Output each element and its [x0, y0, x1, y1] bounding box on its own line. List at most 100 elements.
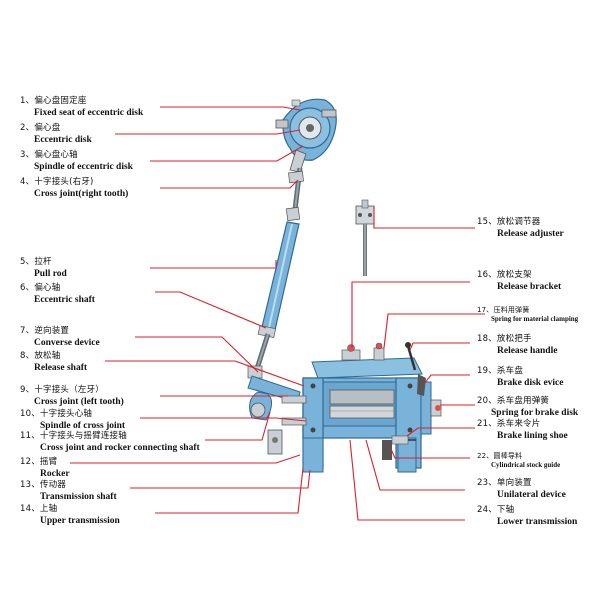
- eccentric-disk-assembly: [275, 98, 337, 173]
- label-22: 22、圆棒导料 Cylindrical stock guide: [477, 452, 560, 470]
- label-10: 10、十字接头心轴 Spindle of cross joint: [20, 409, 125, 432]
- label-15-num: 15、: [477, 217, 497, 227]
- label-15: 15、放松调节器 Release adjuster: [477, 217, 564, 240]
- label-5-zh: 拉杆: [34, 257, 52, 267]
- label-11: 11、十字接头与摇臂连接轴 Cross joint and rocker con…: [20, 431, 200, 454]
- label-13-zh: 传动器: [39, 480, 67, 490]
- label-19-zh: 杀车盘: [496, 366, 524, 376]
- label-3: 3、偏心盘心轴 Spindle of eccentric disk: [20, 150, 133, 173]
- label-2-zh: 偏心盘: [34, 123, 61, 133]
- label-11-num: 11、: [20, 431, 40, 441]
- label-12: 12、摇臂 Rocker: [20, 457, 70, 480]
- label-7-num: 7、: [20, 326, 35, 336]
- label-6: 6、偏心轴 Eccentric shaft: [20, 283, 95, 306]
- label-13-en: Transmission shaft: [40, 492, 117, 502]
- label-6-num: 6、: [20, 283, 35, 293]
- threaded-rod-upper: [285, 167, 304, 222]
- label-11-zh: 十字接头与摇臂连接轴: [39, 431, 127, 441]
- label-4: 4、十字接头(右牙) Cross joint(right tooth): [20, 177, 128, 200]
- label-12-num: 12、: [20, 457, 40, 467]
- label-19-en: Brake disk evice: [497, 378, 564, 388]
- label-22-en: Cylindrical stock guide: [491, 461, 561, 469]
- label-2: 2、偏心盘 Eccentric disk: [20, 123, 92, 146]
- label-22-num: 22、: [477, 452, 494, 460]
- label-10-num: 10、: [20, 409, 40, 419]
- label-4-zh: 十字接头(右牙): [34, 177, 94, 187]
- label-14-en: Upper transmission: [40, 516, 120, 526]
- label-2-en: Eccentric disk: [34, 135, 92, 145]
- label-1-zh: 偏心盘固定座: [34, 96, 87, 106]
- label-24-en: Lower transmission: [497, 517, 578, 527]
- label-5: 5、拉杆 Pull rod: [20, 257, 67, 280]
- label-16-num: 16、: [477, 270, 497, 280]
- label-19: 19、杀车盘 Brake disk evice: [477, 366, 564, 389]
- label-1: 1、偏心盘固定座 Fixed seat of eccentric disk: [20, 96, 143, 119]
- label-16: 16、放松支架 Release bracket: [477, 270, 561, 293]
- rocker-arm: [247, 375, 301, 455]
- label-9-en: Cross joint (left tooth): [34, 397, 124, 407]
- label-10-en: Spindle of cross joint: [40, 421, 126, 431]
- label-13-num: 13、: [20, 480, 40, 490]
- label-20: 20、杀车盘用弹簧 Spring for brake disk: [477, 396, 578, 419]
- label-17: 17、压料用弹簧 Spring for material clamping: [477, 306, 578, 324]
- brake-assembly: [417, 374, 442, 435]
- label-9-num: 9、: [20, 385, 35, 395]
- label-22-zh: 圆棒导料: [493, 452, 523, 460]
- label-14-num: 14、: [20, 504, 40, 514]
- label-19-num: 19、: [477, 366, 497, 376]
- label-24-zh: 下轴: [496, 505, 515, 515]
- label-11-en: Cross joint and rocker connecting shaft: [40, 443, 200, 453]
- label-18: 18、放松把手 Release handle: [477, 334, 557, 357]
- label-1-en: Fixed seat of eccentric disk: [34, 108, 144, 118]
- label-18-en: Release handle: [497, 346, 558, 356]
- label-16-zh: 放松支架: [496, 270, 532, 280]
- label-12-en: Rocker: [40, 469, 70, 479]
- label-12-zh: 摇臂: [39, 457, 58, 467]
- label-7-zh: 逆向装置: [34, 326, 70, 336]
- label-7: 7、逆向装置 Converse device: [20, 326, 100, 349]
- label-8-en: Release shaft: [34, 363, 88, 373]
- label-20-num: 20、: [477, 396, 497, 406]
- label-1-num: 1、: [20, 96, 35, 106]
- machine: [247, 98, 442, 473]
- label-15-zh: 放松调节器: [496, 217, 541, 227]
- label-3-zh: 偏心盘心轴: [34, 150, 78, 160]
- label-3-en: Spindle of eccentric disk: [34, 162, 133, 172]
- threaded-rod-lower: [247, 333, 271, 379]
- label-15-en: Release adjuster: [497, 229, 564, 239]
- label-23-num: 23、: [477, 478, 497, 488]
- label-8-zh: 放松轴: [34, 351, 61, 361]
- label-3-num: 3、: [20, 150, 35, 160]
- label-5-en: Pull rod: [34, 269, 67, 279]
- label-24-num: 24、: [477, 505, 497, 515]
- label-5-num: 5、: [20, 257, 35, 267]
- label-13: 13、传动器 Transmission shaft: [20, 480, 117, 503]
- leader-lines: [70, 106, 485, 521]
- label-20-en: Spring for brake disk: [491, 408, 579, 418]
- label-7-en: Converse device: [34, 338, 100, 348]
- label-4-en: Cross joint(right tooth): [34, 189, 129, 199]
- label-21-num: 21、: [477, 419, 497, 429]
- top-devices: [341, 342, 417, 371]
- label-23-en: Unilateral device: [497, 490, 566, 500]
- release-adjuster-part: [355, 199, 375, 276]
- label-21-en: Brake lining shoe: [497, 431, 568, 441]
- lower-details: [382, 435, 416, 460]
- label-8-num: 8、: [20, 351, 35, 361]
- label-17-num: 17、: [477, 306, 494, 314]
- label-20-zh: 杀车盘用弹簧: [496, 396, 550, 406]
- label-18-num: 18、: [477, 334, 497, 344]
- label-8: 8、放松轴 Release shaft: [20, 351, 87, 374]
- feeder-body: [281, 357, 423, 473]
- label-2-num: 2、: [20, 123, 35, 133]
- label-16-en: Release bracket: [497, 282, 562, 292]
- label-21-zh: 杀车来令片: [496, 419, 541, 429]
- label-9: 9、十字接头（左牙） Cross joint (left tooth): [20, 385, 124, 408]
- label-14-zh: 上轴: [39, 504, 58, 514]
- label-21: 21、杀车来令片 Brake lining shoe: [477, 419, 568, 442]
- label-17-en: Spring for material clamping: [491, 315, 579, 323]
- label-24: 24、下轴 Lower transmission: [477, 505, 577, 528]
- label-10-zh: 十字接头心轴: [39, 409, 93, 419]
- label-6-zh: 偏心轴: [34, 283, 61, 293]
